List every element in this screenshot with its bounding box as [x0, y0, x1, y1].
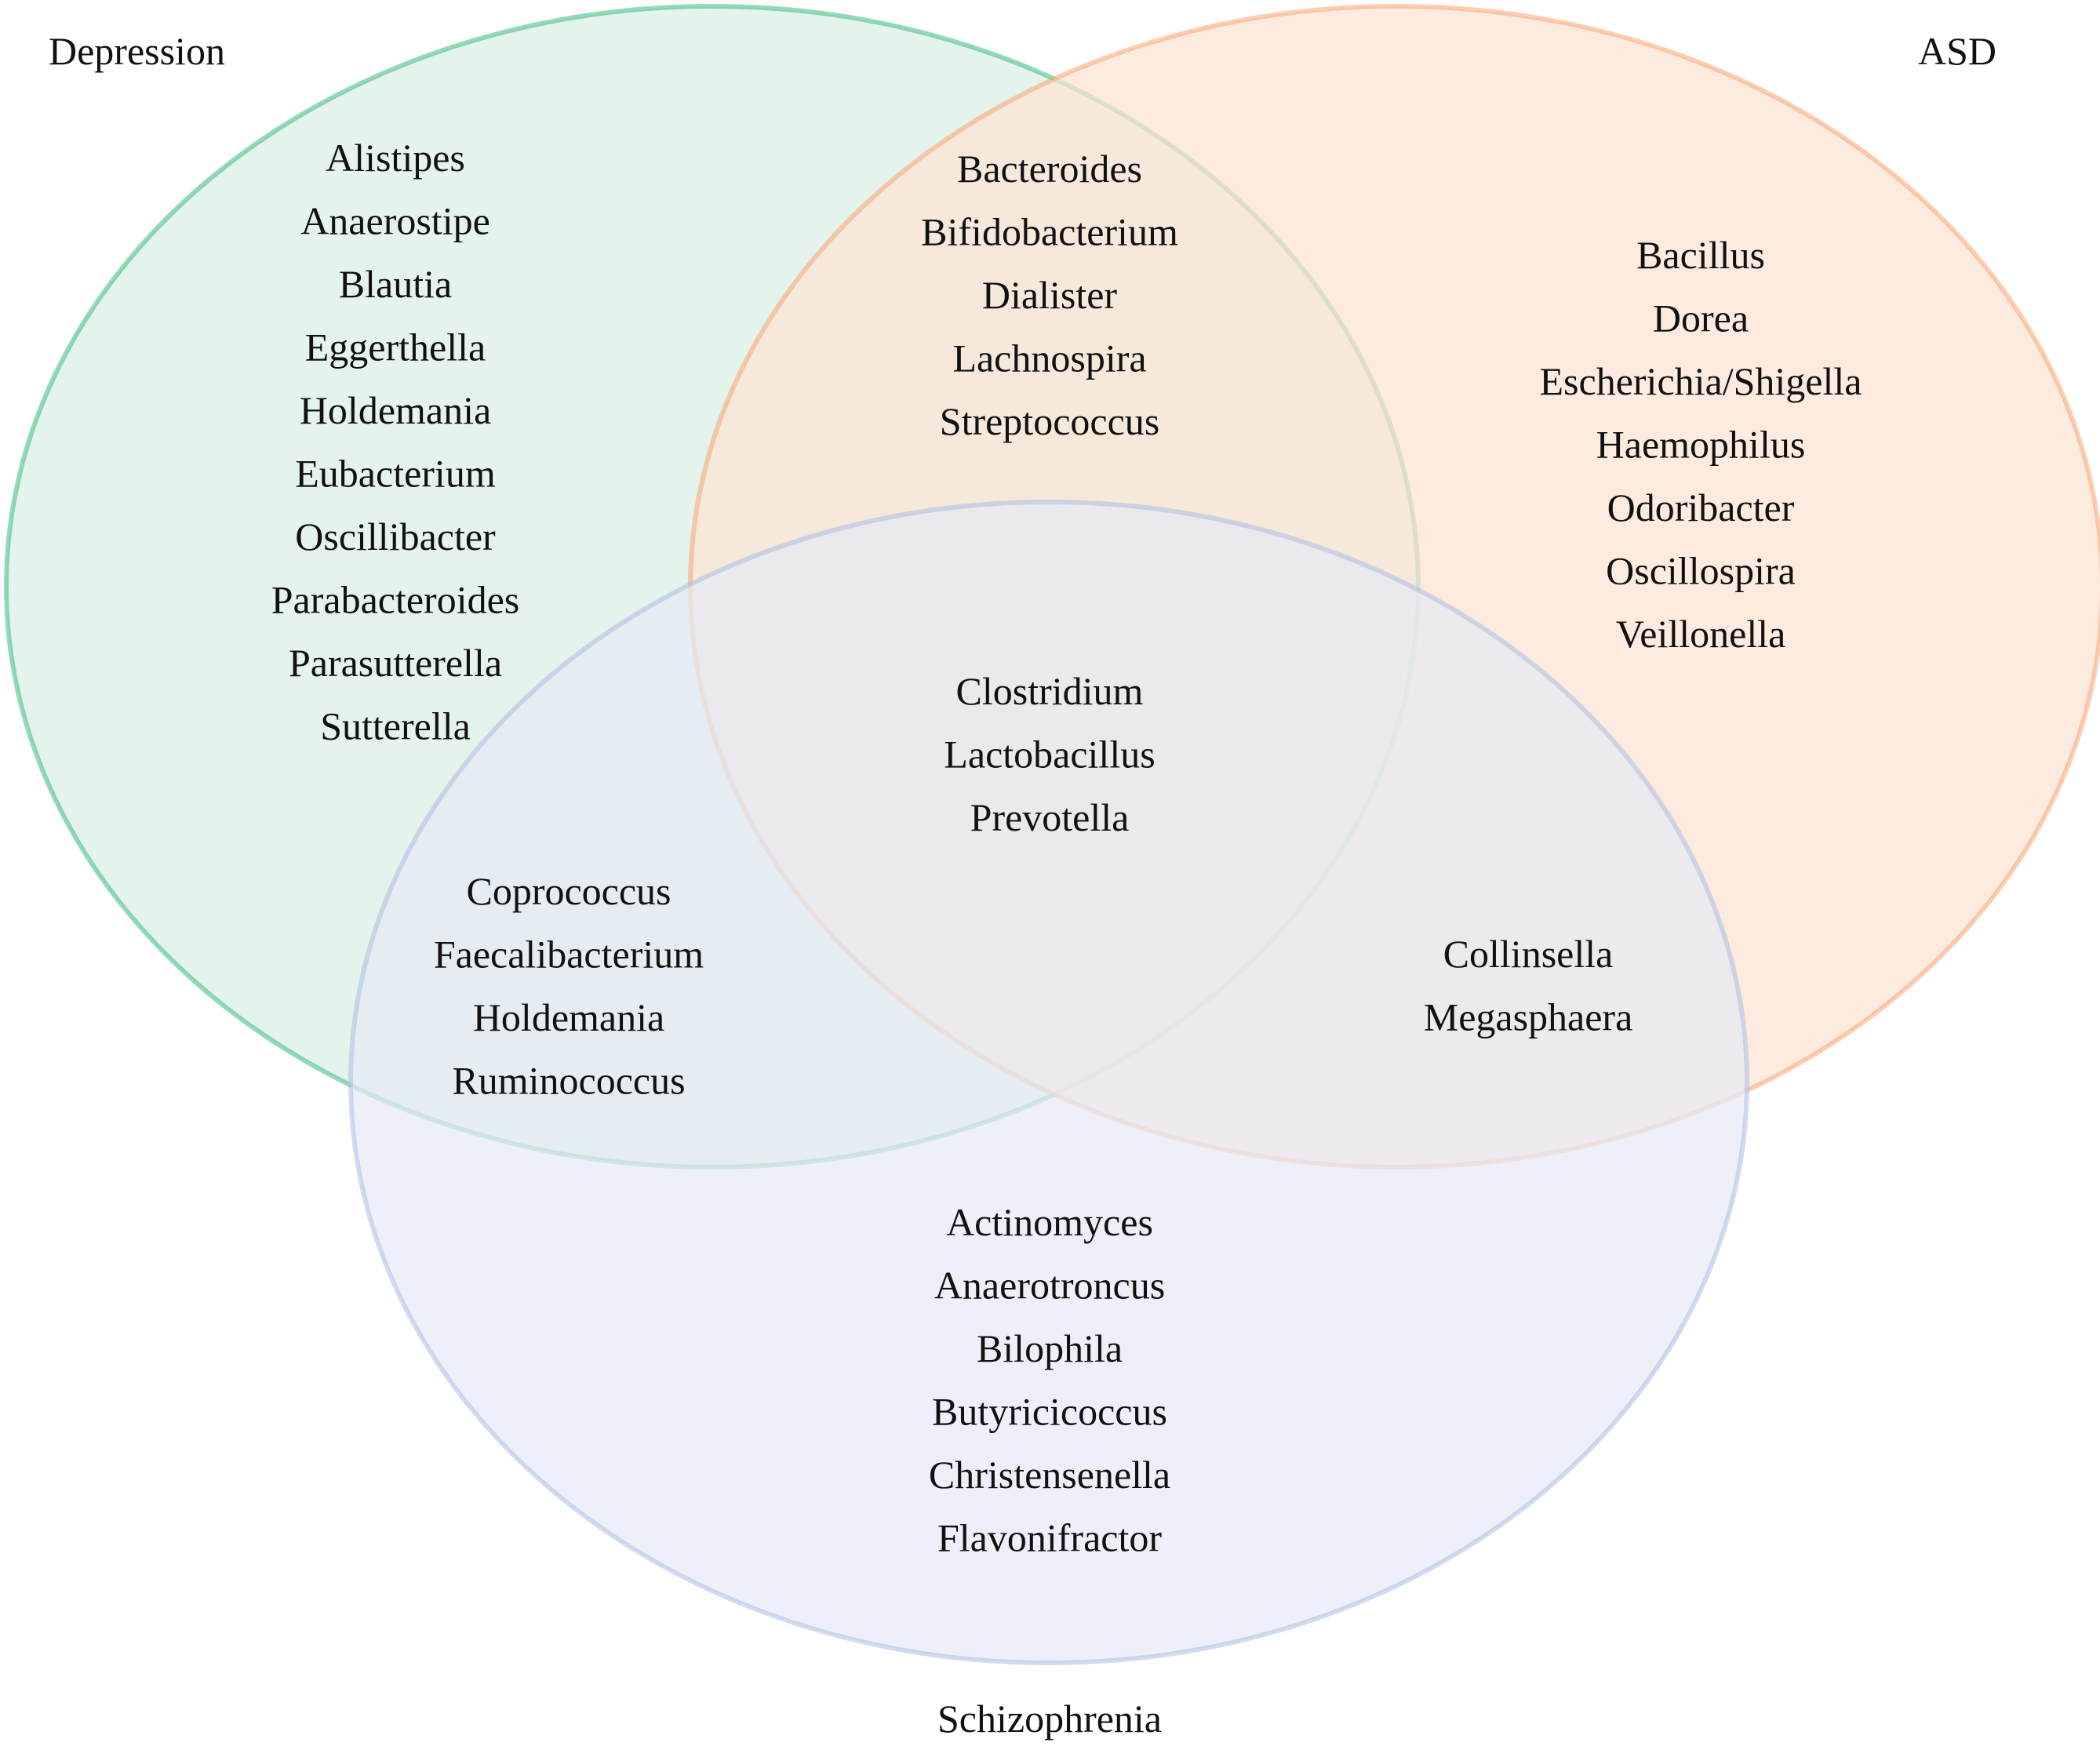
depression-set-label: Depression: [49, 29, 225, 73]
genus-label: Bacillus: [1636, 233, 1765, 277]
genus-label: Parasutterella: [289, 641, 502, 685]
schizophrenia-circle: [348, 500, 1749, 1665]
genus-label: Holdemania: [473, 995, 664, 1039]
genus-label: Eubacterium: [295, 452, 496, 496]
genus-label: Anaerostipe: [300, 199, 490, 243]
genus-label: Collinsella: [1443, 932, 1614, 976]
genus-label: Bifidobacterium: [921, 210, 1178, 254]
genus-label: Haemophilus: [1596, 423, 1806, 467]
genus-label: Prevotella: [970, 795, 1130, 839]
genus-label: Flavonifractor: [937, 1516, 1162, 1560]
region-depression-asd: BacteroidesBifidobacteriumDialisterLachn…: [921, 147, 1178, 443]
genus-label: Eggerthella: [305, 326, 486, 369]
genus-label: Lachnospira: [952, 336, 1146, 380]
genus-label: Ruminococcus: [452, 1059, 685, 1103]
genus-label: Megasphaera: [1424, 995, 1633, 1039]
region-depression-only: AlistipesAnaerostipeBlautiaEggerthellaHo…: [271, 136, 520, 748]
genus-label: Alistipes: [326, 136, 465, 180]
genus-label: Bilophila: [977, 1326, 1123, 1370]
genus-label: Oscillospira: [1606, 549, 1796, 593]
genus-label: Bacteroides: [957, 147, 1142, 191]
genus-label: Escherichia/Shigella: [1540, 359, 1862, 403]
genus-label: Oscillibacter: [295, 515, 496, 558]
genus-label: Christensenella: [929, 1453, 1170, 1497]
genus-label: Streptococcus: [940, 399, 1159, 443]
genus-label: Parabacteroides: [271, 578, 520, 622]
genus-label: Clostridium: [956, 669, 1144, 713]
genus-label: Dorea: [1653, 296, 1749, 340]
genus-label: Odoribacter: [1607, 486, 1795, 529]
genus-label: Actinomyces: [946, 1200, 1153, 1244]
genus-label: Anaerotroncus: [934, 1264, 1165, 1308]
genus-label: Blautia: [339, 262, 452, 306]
asd-set-label: ASD: [1918, 29, 1996, 73]
genus-label: Butyricicoccus: [932, 1390, 1167, 1434]
schizophrenia-set-label: Schizophrenia: [937, 1697, 1162, 1741]
region-asd-only: BacillusDoreaEscherichia/ShigellaHaemoph…: [1540, 233, 1862, 656]
genus-label: Dialister: [982, 273, 1118, 317]
genus-label: Coprococcus: [466, 869, 671, 913]
region-depression-schizophrenia: CoprococcusFaecalibacteriumHoldemaniaRum…: [434, 869, 704, 1103]
genus-label: Holdemania: [300, 388, 491, 432]
region-schizophrenia-only: ActinomycesAnaerotroncusBilophilaButyric…: [929, 1200, 1170, 1560]
genus-label: Lactobacillus: [944, 733, 1155, 777]
genus-label: Faecalibacterium: [434, 933, 704, 977]
genus-label: Veillonella: [1616, 612, 1786, 656]
genus-label: Sutterella: [320, 704, 471, 748]
